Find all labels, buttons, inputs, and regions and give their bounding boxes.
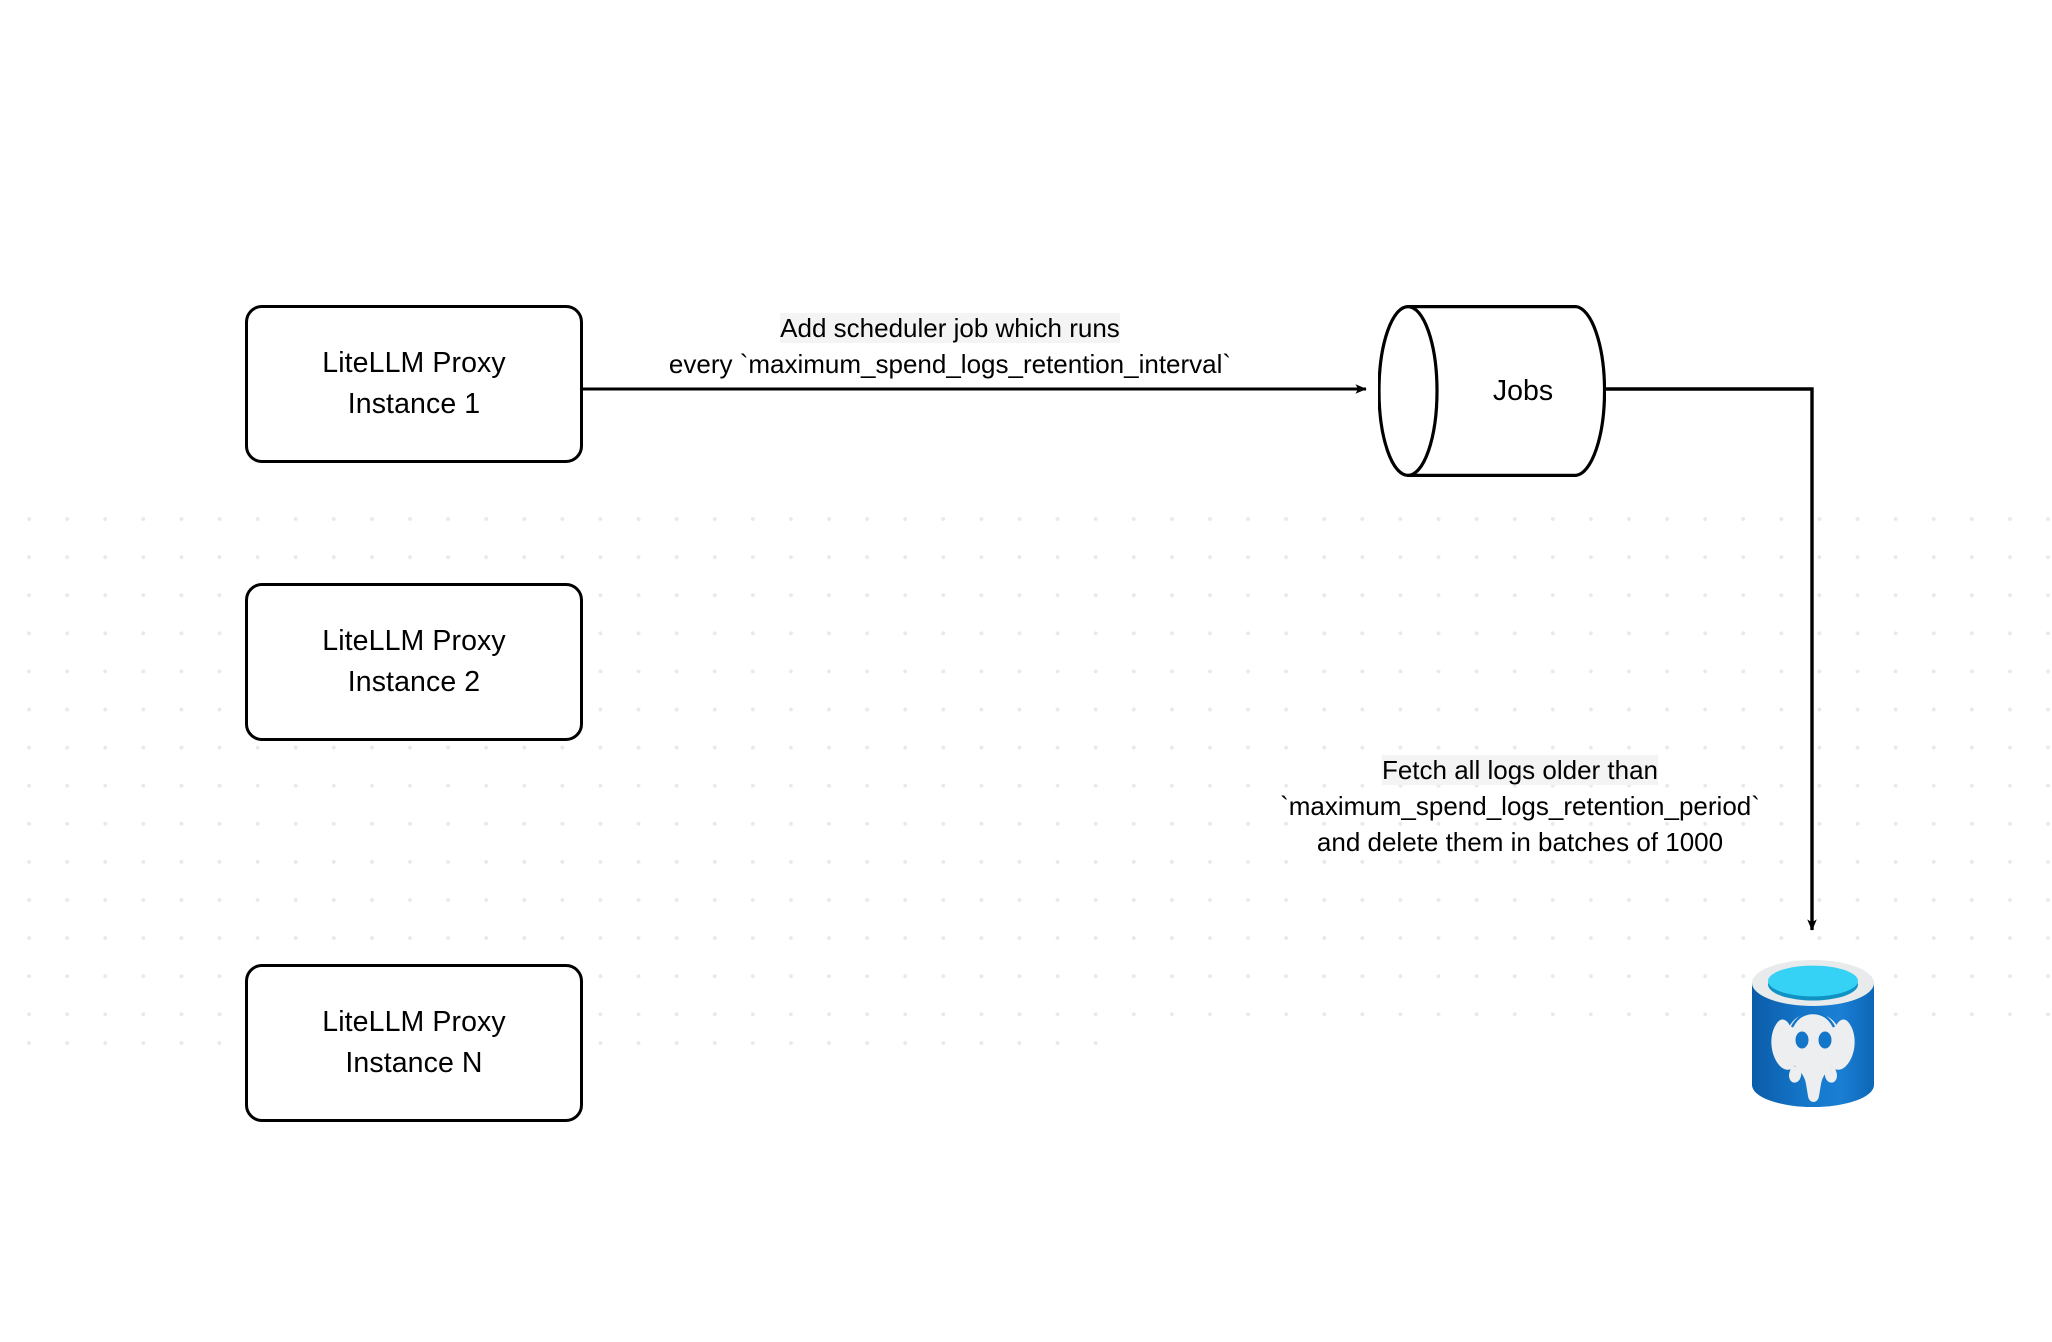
node-jobs-cylinder[interactable] xyxy=(1378,305,1606,477)
node-jobs-label: Jobs xyxy=(1492,374,1554,407)
edge-label-line: Fetch all logs older than xyxy=(1381,755,1659,785)
edge-label-scheduler: Add scheduler job which runs every `maxi… xyxy=(600,310,1300,382)
node-litellm-proxy-instance-1[interactable]: LiteLLM Proxy Instance 1 xyxy=(245,305,583,463)
node-litellm-proxy-instance-n[interactable]: LiteLLM Proxy Instance N xyxy=(245,964,583,1122)
node-label: LiteLLM Proxy Instance N xyxy=(322,1006,506,1079)
node-litellm-proxy-instance-2[interactable]: LiteLLM Proxy Instance 2 xyxy=(245,583,583,741)
node-label: LiteLLM Proxy Instance 2 xyxy=(322,625,506,698)
edge-label-line: every `maximum_spend_logs_retention_inte… xyxy=(668,349,1232,379)
edge-label-fetch: Fetch all logs older than `maximum_spend… xyxy=(1240,752,1800,860)
edge-label-line: and delete them in batches of 1000 xyxy=(1316,827,1724,857)
node-postgresql-database[interactable] xyxy=(1748,955,1878,1115)
edge-label-line: `maximum_spend_logs_retention_period` xyxy=(1280,791,1760,821)
edge-label-line: Add scheduler job which runs xyxy=(780,313,1120,343)
node-label: LiteLLM Proxy Instance 1 xyxy=(322,347,506,420)
